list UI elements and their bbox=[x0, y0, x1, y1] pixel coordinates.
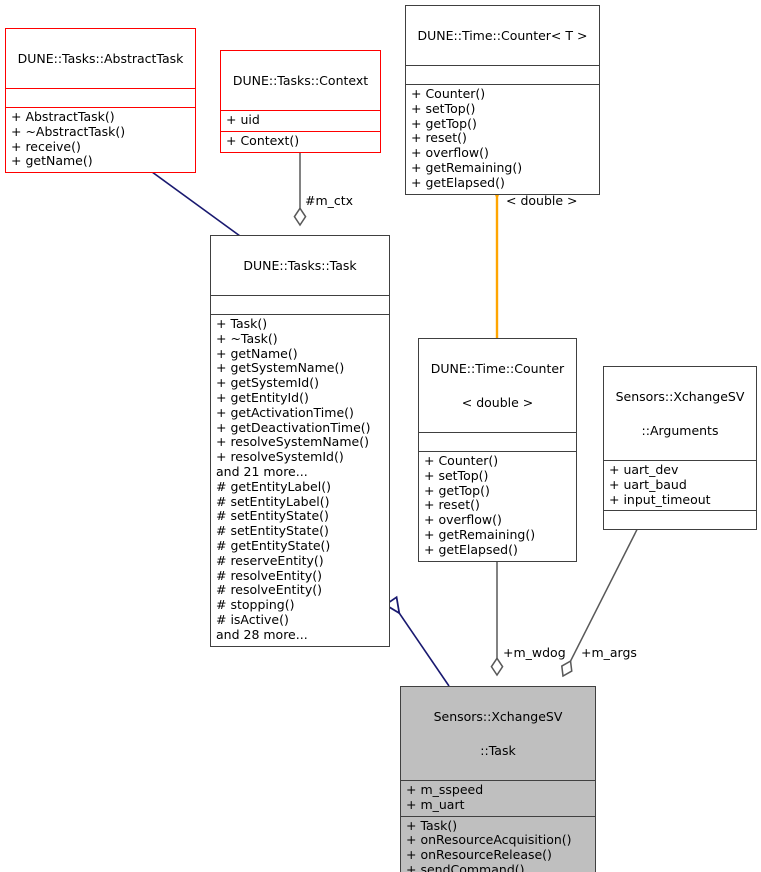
class-title-line: Sensors::XchangeSV bbox=[615, 389, 745, 404]
class-title-counter-t: DUNE::Time::Counter< T > bbox=[406, 6, 599, 65]
class-method: + getRemaining() bbox=[411, 159, 523, 175]
class-attributes-abstract-task bbox=[6, 88, 195, 107]
class-title-line: ::Arguments bbox=[641, 423, 719, 438]
class-method: + Context() bbox=[226, 132, 300, 148]
class-methods-xchangesv-task: + Task() + onResourceAcquisition() + onR… bbox=[401, 815, 595, 872]
class-methods-tasks-task: + Task() + ~Task() + getName() + getSyst… bbox=[211, 314, 389, 646]
class-method: + setTop() bbox=[411, 100, 476, 116]
class-method: + AbstractTask() bbox=[11, 109, 115, 124]
class-attributes-xchangesv-task: + m_sspeed + m_uart bbox=[401, 780, 595, 816]
class-title-line: DUNE::Time::Counter bbox=[430, 361, 565, 376]
class-title-line: Sensors::XchangeSV bbox=[433, 709, 563, 724]
class-method: + getName() bbox=[216, 345, 298, 361]
class-method: # getEntityLabel() bbox=[216, 478, 331, 494]
class-title-context: DUNE::Tasks::Context bbox=[221, 51, 380, 110]
class-methods-counter-t: + Counter() + setTop() + getTop() + rese… bbox=[406, 84, 599, 194]
class-more-indicator: and 28 more... bbox=[216, 626, 308, 642]
edge-label-m-ctx: #m_ctx bbox=[305, 193, 354, 208]
class-title-template-arg: < double > bbox=[461, 395, 534, 410]
class-methods-xchangesv-arguments bbox=[604, 510, 756, 529]
edge-label-m-args: +m_args bbox=[581, 645, 637, 660]
class-methods-counter-double: + Counter() + setTop() + getTop() + rese… bbox=[419, 451, 576, 561]
class-method: + onResourceAcquisition() bbox=[406, 832, 572, 848]
class-title-counter-double: DUNE::Time::Counter < double > bbox=[419, 339, 576, 432]
class-methods-context: + Context() bbox=[221, 130, 380, 152]
class-method: # setEntityState() bbox=[216, 508, 329, 524]
class-method: + getElapsed() bbox=[411, 174, 505, 190]
class-method: # stopping() bbox=[216, 597, 295, 613]
class-attribute: + uart_baud bbox=[609, 476, 687, 492]
class-attributes-tasks-task bbox=[211, 295, 389, 314]
class-method: + getName() bbox=[11, 153, 93, 169]
class-method: + getSystemName() bbox=[216, 360, 345, 376]
class-method: + overflow() bbox=[424, 512, 502, 528]
class-attribute: + input_timeout bbox=[609, 491, 711, 507]
class-node-counter-t[interactable]: DUNE::Time::Counter< T > + Counter() + s… bbox=[405, 5, 600, 195]
class-method: # setEntityLabel() bbox=[216, 493, 330, 509]
class-method: # reserveEntity() bbox=[216, 552, 324, 568]
class-attributes-counter-double bbox=[419, 432, 576, 451]
class-method: # resolveEntity() bbox=[216, 567, 322, 583]
class-title-line: DUNE::Tasks::Task bbox=[243, 258, 357, 273]
class-attribute: + uart_dev bbox=[609, 462, 679, 477]
class-attribute: + m_uart bbox=[406, 796, 465, 812]
class-method: # isActive() bbox=[216, 611, 289, 627]
class-attribute: + uid bbox=[226, 112, 260, 127]
class-node-context[interactable]: DUNE::Tasks::Context + uid + Context() bbox=[220, 50, 381, 153]
class-method: + overflow() bbox=[411, 145, 489, 161]
class-attributes-xchangesv-arguments: + uart_dev + uart_baud + input_timeout bbox=[604, 460, 756, 510]
class-method: + reset() bbox=[424, 497, 480, 513]
class-method: + ~Task() bbox=[216, 330, 278, 346]
class-title-line: ::Task bbox=[480, 743, 516, 758]
class-node-xchangesv-arguments[interactable]: Sensors::XchangeSV ::Arguments + uart_de… bbox=[603, 366, 757, 531]
class-method: + resolveSystemId() bbox=[216, 449, 344, 465]
class-methods-abstract-task: + AbstractTask() + ~AbstractTask() + rec… bbox=[6, 107, 195, 172]
class-title-xchangesv-task: Sensors::XchangeSV ::Task bbox=[401, 687, 595, 780]
class-title-abstract-task: DUNE::Tasks::AbstractTask bbox=[6, 29, 195, 88]
class-method: + setTop() bbox=[424, 467, 489, 483]
class-method: + sendCommand() bbox=[406, 861, 525, 872]
class-method: + getDeactivationTime() bbox=[216, 419, 371, 435]
class-title-xchangesv-arguments: Sensors::XchangeSV ::Arguments bbox=[604, 367, 756, 460]
class-method: # setEntityState() bbox=[216, 523, 329, 539]
class-node-counter-double[interactable]: DUNE::Time::Counter < double > + Counter… bbox=[418, 338, 577, 562]
class-method: + reset() bbox=[411, 130, 467, 146]
class-title-line: DUNE::Tasks::AbstractTask bbox=[17, 51, 184, 66]
class-method: + getTop() bbox=[411, 115, 477, 131]
class-method: + onResourceRelease() bbox=[406, 847, 552, 863]
edge-label-double-binding: < double > bbox=[506, 193, 578, 208]
class-attribute: + m_sspeed bbox=[406, 782, 484, 797]
class-node-tasks-task[interactable]: DUNE::Tasks::Task + Task() + ~Task() + g… bbox=[210, 235, 390, 647]
class-title-tasks-task: DUNE::Tasks::Task bbox=[211, 236, 389, 295]
class-method: # resolveEntity() bbox=[216, 582, 322, 598]
class-method: + ~AbstractTask() bbox=[11, 123, 126, 139]
class-method: + Task() bbox=[406, 817, 458, 833]
class-node-xchangesv-task[interactable]: Sensors::XchangeSV ::Task + m_sspeed + m… bbox=[400, 686, 596, 872]
class-method: + receive() bbox=[11, 138, 81, 154]
class-method: + Counter() bbox=[424, 453, 499, 468]
class-method: # getEntityState() bbox=[216, 537, 331, 553]
class-method: + getElapsed() bbox=[424, 541, 518, 557]
class-method: + getSystemId() bbox=[216, 375, 319, 391]
class-method: + getRemaining() bbox=[424, 526, 536, 542]
class-title-line: DUNE::Time::Counter< T > bbox=[417, 28, 588, 43]
class-method: + resolveSystemName() bbox=[216, 434, 369, 450]
class-method: + getActivationTime() bbox=[216, 404, 354, 420]
edge-label-m-wdog: +m_wdog bbox=[503, 645, 566, 660]
class-method: + getTop() bbox=[424, 482, 490, 498]
class-attributes-counter-t bbox=[406, 65, 599, 84]
edge-xchangesv-task-inherits-task bbox=[391, 601, 450, 687]
class-method: + Task() bbox=[216, 316, 268, 331]
class-method: + getEntityId() bbox=[216, 389, 309, 405]
class-node-abstract-task[interactable]: DUNE::Tasks::AbstractTask + AbstractTask… bbox=[5, 28, 196, 174]
class-more-indicator: and 21 more... bbox=[216, 463, 308, 479]
class-attributes-context: + uid bbox=[221, 110, 380, 131]
class-title-line: DUNE::Tasks::Context bbox=[232, 73, 369, 88]
class-method: + Counter() bbox=[411, 86, 486, 101]
